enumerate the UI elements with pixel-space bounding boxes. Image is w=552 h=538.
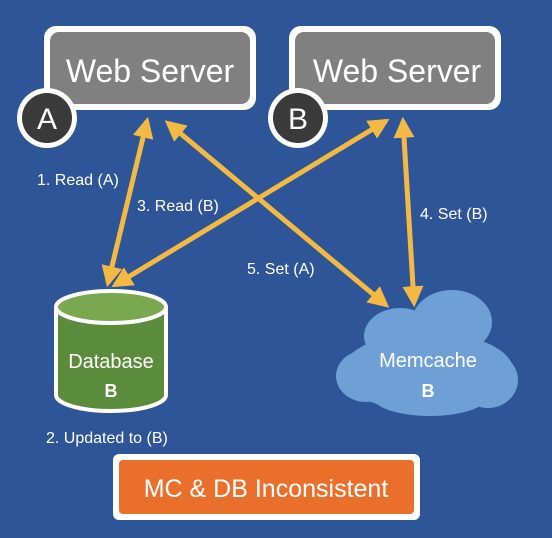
arrow-set-b xyxy=(393,116,424,308)
arrow-set-a xyxy=(164,120,390,308)
step-labels: 1. Read (A) 3. Read (B) 5. Set (A) 4. Se… xyxy=(37,172,488,447)
memcache-value: B xyxy=(422,381,435,401)
database-value: B xyxy=(105,381,118,401)
web-server-a-box xyxy=(50,32,250,104)
web-server-a: Web Server xyxy=(44,26,256,110)
step-label-read-b: 3. Read (B) xyxy=(137,198,219,215)
badge-b: B xyxy=(268,88,328,148)
step-label-read-a: 1. Read (A) xyxy=(37,172,119,189)
step-label-set-b: 4. Set (B) xyxy=(420,206,488,223)
step-label-set-a: 5. Set (A) xyxy=(247,261,315,278)
status-label: MC & DB Inconsistent xyxy=(144,475,389,503)
badge-a-letter: A xyxy=(37,103,57,136)
web-server-b-box xyxy=(295,32,495,104)
status-badge: MC & DB Inconsistent xyxy=(113,454,420,520)
badge-b-letter: B xyxy=(288,103,308,136)
memcache: Memcache B xyxy=(336,290,518,416)
badge-a: A xyxy=(17,88,77,148)
badge-a-disc xyxy=(22,93,72,143)
memcache-label: Memcache xyxy=(379,350,477,372)
database-body xyxy=(54,307,168,413)
database-top xyxy=(54,289,168,325)
web-server-b: Web Server xyxy=(289,26,501,110)
database-label: Database xyxy=(68,351,154,373)
arrows xyxy=(101,116,424,308)
web-server-a-title: Web Server xyxy=(66,53,235,89)
step-label-updated-b: 2. Updated to (B) xyxy=(46,430,168,447)
web-server-b-title: Web Server xyxy=(313,53,482,89)
status-badge-fill xyxy=(119,460,414,514)
database: Database B xyxy=(54,289,168,413)
memcache-cloud-icon xyxy=(336,290,518,416)
